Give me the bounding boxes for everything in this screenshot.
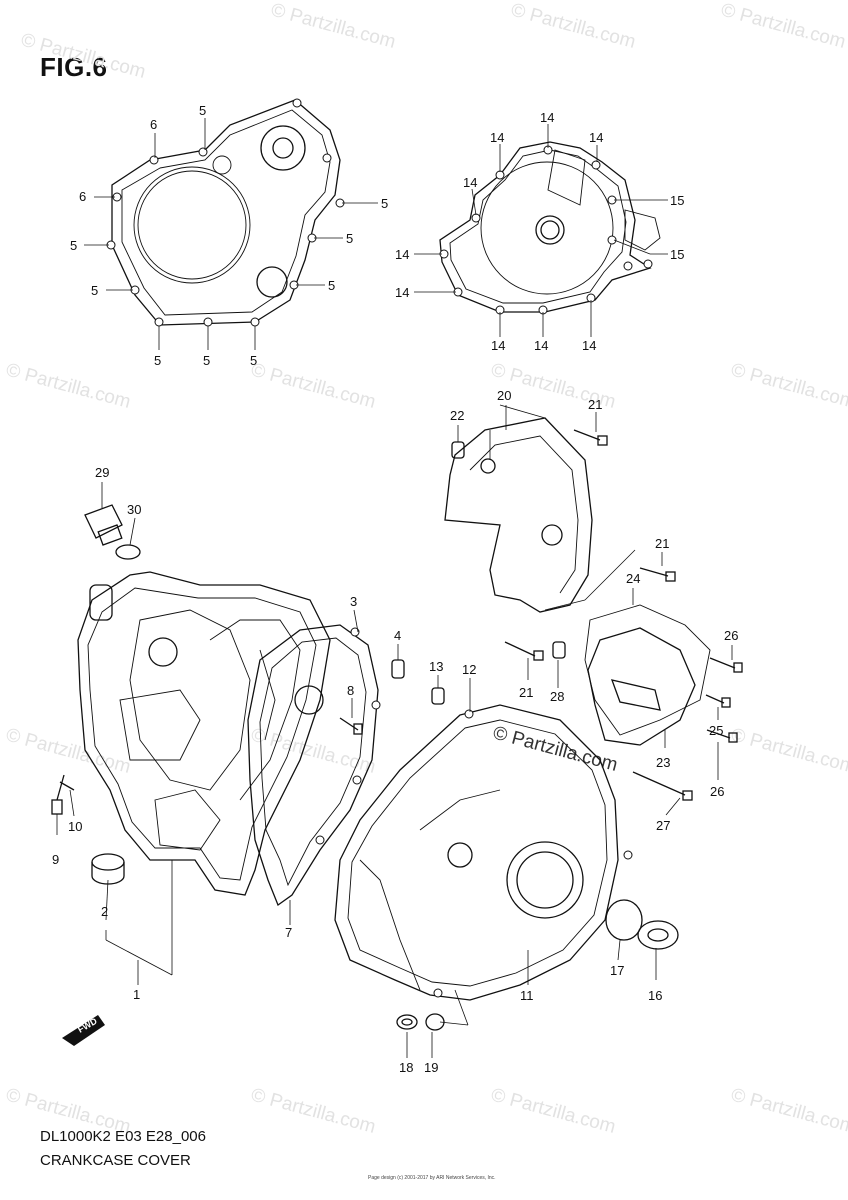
part-23-pump-cover	[587, 627, 696, 746]
watermark: © Partzilla.com	[249, 725, 378, 778]
callout-12: 12	[462, 662, 476, 677]
part-17-o-ring	[605, 899, 643, 941]
callout-2: 2	[101, 904, 108, 919]
callout-7: 7	[285, 925, 292, 940]
callout-3: 3	[350, 594, 357, 609]
watermark: © Partzilla.com	[19, 30, 148, 83]
model-code: DL1000K2 E03 E28_006	[40, 1128, 206, 1145]
callout-5: 5	[199, 103, 206, 118]
callout-14: 14	[540, 110, 554, 125]
watermark: © Partzilla.com	[249, 360, 378, 413]
callout-26: 26	[724, 628, 738, 643]
watermark: © Partzilla.com	[509, 0, 638, 53]
part-29-oil-filler-cap	[84, 504, 123, 546]
callout-21: 21	[655, 536, 669, 551]
watermark: © Partzilla.com	[729, 360, 848, 413]
watermark: © Partzilla.com	[729, 725, 848, 778]
watermark-center: © Partzilla.com	[491, 723, 620, 776]
watermarks: © Partzilla.com © Partzilla.com © Partzi…	[4, 0, 848, 1138]
crankcase-gasket	[247, 624, 381, 907]
part-25-26-27-bolts	[632, 657, 743, 801]
watermark: © Partzilla.com	[719, 0, 848, 53]
callout-24: 24	[626, 571, 640, 586]
callout-23: 23	[656, 755, 670, 770]
callout-14: 14	[490, 130, 504, 145]
part-4-dowel	[391, 659, 405, 679]
part-18-plug	[396, 1014, 418, 1030]
generator-cover-outline	[439, 141, 661, 315]
part-13-dowel	[431, 687, 445, 705]
callout-8: 8	[347, 683, 354, 698]
part-28-dowel	[552, 641, 566, 659]
callout-1: 1	[133, 987, 140, 1002]
callout-16: 16	[648, 988, 662, 1003]
callout-14: 14	[395, 247, 409, 262]
callout-11: 11	[520, 988, 534, 1003]
callout-14: 14	[534, 338, 548, 353]
callout-19: 19	[424, 1060, 438, 1075]
part-20-cover	[444, 417, 593, 613]
callout-14: 14	[463, 175, 477, 190]
callout-5: 5	[381, 196, 388, 211]
callout-28: 28	[550, 689, 564, 704]
callout-6: 6	[79, 189, 86, 204]
callout-26: 26	[710, 784, 724, 799]
callout-6: 6	[150, 117, 157, 132]
callout-29: 29	[95, 465, 109, 480]
callout-17: 17	[610, 963, 624, 978]
part-30-o-ring	[115, 544, 141, 560]
callout-15: 15	[670, 193, 684, 208]
part-2-plug	[91, 853, 125, 885]
callout-14: 14	[491, 338, 505, 353]
callout-22: 22	[450, 408, 464, 423]
section-name: CRANKCASE COVER	[40, 1152, 191, 1169]
callout-21: 21	[588, 397, 602, 412]
part-8-bolt	[339, 717, 363, 735]
callout-9: 9	[52, 852, 59, 867]
callout-14: 14	[582, 338, 596, 353]
copyright-footer: Page design (c) 2001-2017 by ARI Network…	[368, 1175, 496, 1181]
figure-label: FIG.6	[40, 52, 108, 82]
generator-cover	[334, 704, 633, 1001]
callout-25: 25	[709, 723, 723, 738]
callout-13: 13	[429, 659, 443, 674]
callout-20: 20	[497, 388, 511, 403]
callout-14: 14	[395, 285, 409, 300]
callout-5: 5	[154, 353, 161, 368]
watermark: © Partzilla.com	[4, 725, 133, 778]
fwd-arrow: FWD	[62, 1015, 105, 1046]
part-10-washer	[59, 781, 75, 791]
callout-18: 18	[399, 1060, 413, 1075]
part-22-dowel	[451, 441, 465, 459]
part-21-bolt	[504, 429, 676, 661]
crankcase-body	[77, 571, 331, 896]
part-24-gasket	[584, 604, 711, 736]
callout-5: 5	[91, 283, 98, 298]
callout-5: 5	[328, 278, 335, 293]
callout-5: 5	[250, 353, 257, 368]
callout-21: 21	[519, 685, 533, 700]
callout-5: 5	[70, 238, 77, 253]
leader-lines	[56, 118, 733, 1058]
watermark: © Partzilla.com	[269, 0, 398, 53]
part-16-plug	[637, 920, 679, 950]
callout-5: 5	[203, 353, 210, 368]
watermark: © Partzilla.com	[729, 1085, 848, 1138]
callout-labels: 6 5 6 5 5 5 5 5 5 5 5 14 14 14 14 14 14 …	[52, 103, 738, 1075]
watermark: © Partzilla.com	[249, 1085, 378, 1138]
part-19-gasket	[425, 1013, 445, 1031]
callout-4: 4	[394, 628, 401, 643]
callout-27: 27	[656, 818, 670, 833]
callout-15: 15	[670, 247, 684, 262]
watermark: © Partzilla.com	[4, 360, 133, 413]
watermark: © Partzilla.com	[489, 1085, 618, 1138]
callout-5: 5	[346, 231, 353, 246]
callout-14: 14	[589, 130, 603, 145]
callout-30: 30	[127, 502, 141, 517]
part-9-bolt	[51, 774, 65, 815]
callout-10: 10	[68, 819, 82, 834]
clutch-cover-outline	[106, 98, 345, 327]
